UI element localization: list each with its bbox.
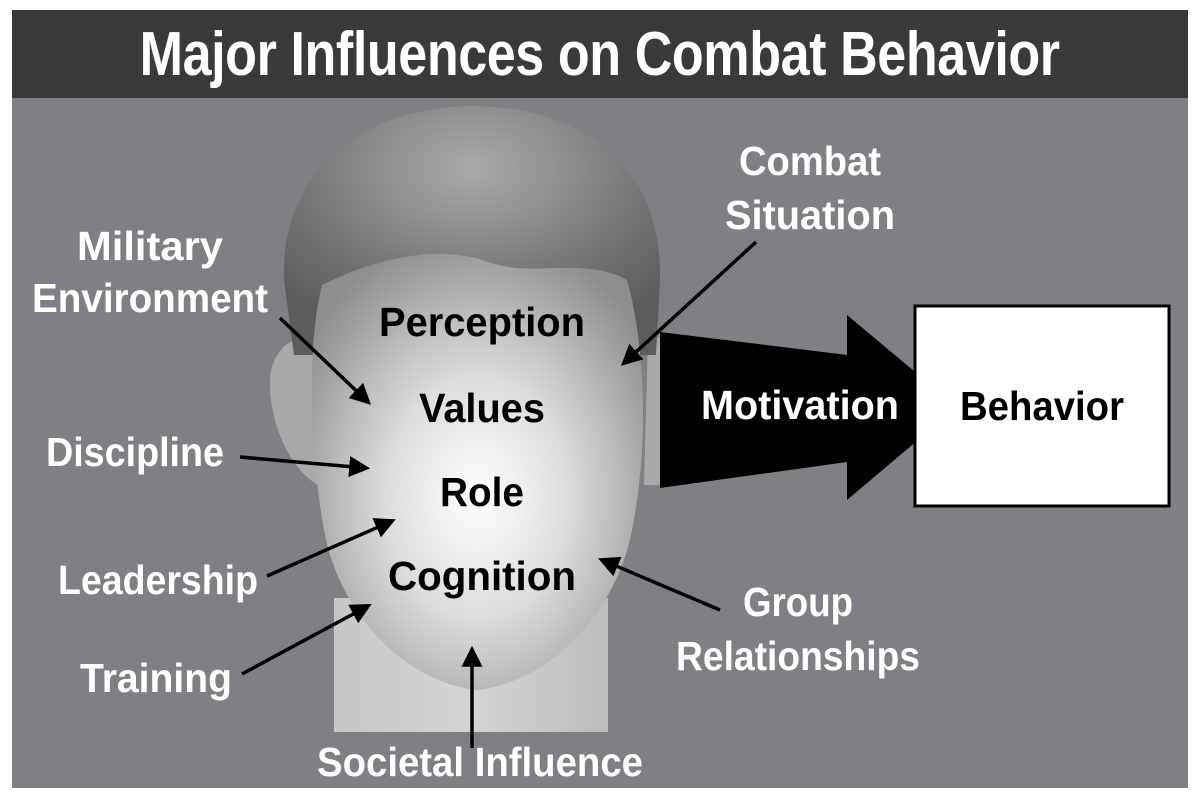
motivation-arrow: [660, 315, 957, 500]
diagram-frame: Major Influences on Combat Behavior: [12, 10, 1188, 788]
title-bar: Major Influences on Combat Behavior: [12, 10, 1188, 98]
influence-diagram: Perception Values Role Cognition Militar…: [32, 106, 1171, 785]
label-leadership: Leadership: [58, 557, 258, 603]
face-term-role: Role: [440, 469, 524, 515]
discipline-arrow: [239, 455, 371, 477]
combat-situation-arrow: [620, 240, 758, 366]
hair-shape: [283, 106, 661, 355]
label-group: Group: [743, 579, 853, 625]
label-environment: Environment: [32, 275, 268, 321]
face-term-cognition: Cognition: [388, 553, 576, 599]
group-relationships-arrow: [598, 556, 721, 612]
motivation-label: Motivation: [701, 382, 899, 428]
behavior-box: [913, 304, 1171, 508]
face-shape: [311, 254, 643, 690]
face-term-perception: Perception: [379, 299, 585, 345]
training-arrow: [241, 604, 372, 676]
label-combat: Combat: [739, 138, 881, 184]
label-training: Training: [80, 655, 232, 701]
face-term-values: Values: [419, 385, 545, 431]
leadership-arrow: [266, 518, 396, 578]
label-military: Military: [77, 223, 223, 269]
label-relationships: Relationships: [676, 633, 920, 679]
behavior-label: Behavior: [960, 383, 1124, 429]
military-environment-arrow: [278, 316, 372, 405]
label-societal-influence: Societal Influence: [317, 739, 643, 785]
label-discipline: Discipline: [46, 429, 224, 475]
label-situation: Situation: [725, 192, 895, 238]
diagram-title: Major Influences on Combat Behavior: [139, 19, 1060, 89]
